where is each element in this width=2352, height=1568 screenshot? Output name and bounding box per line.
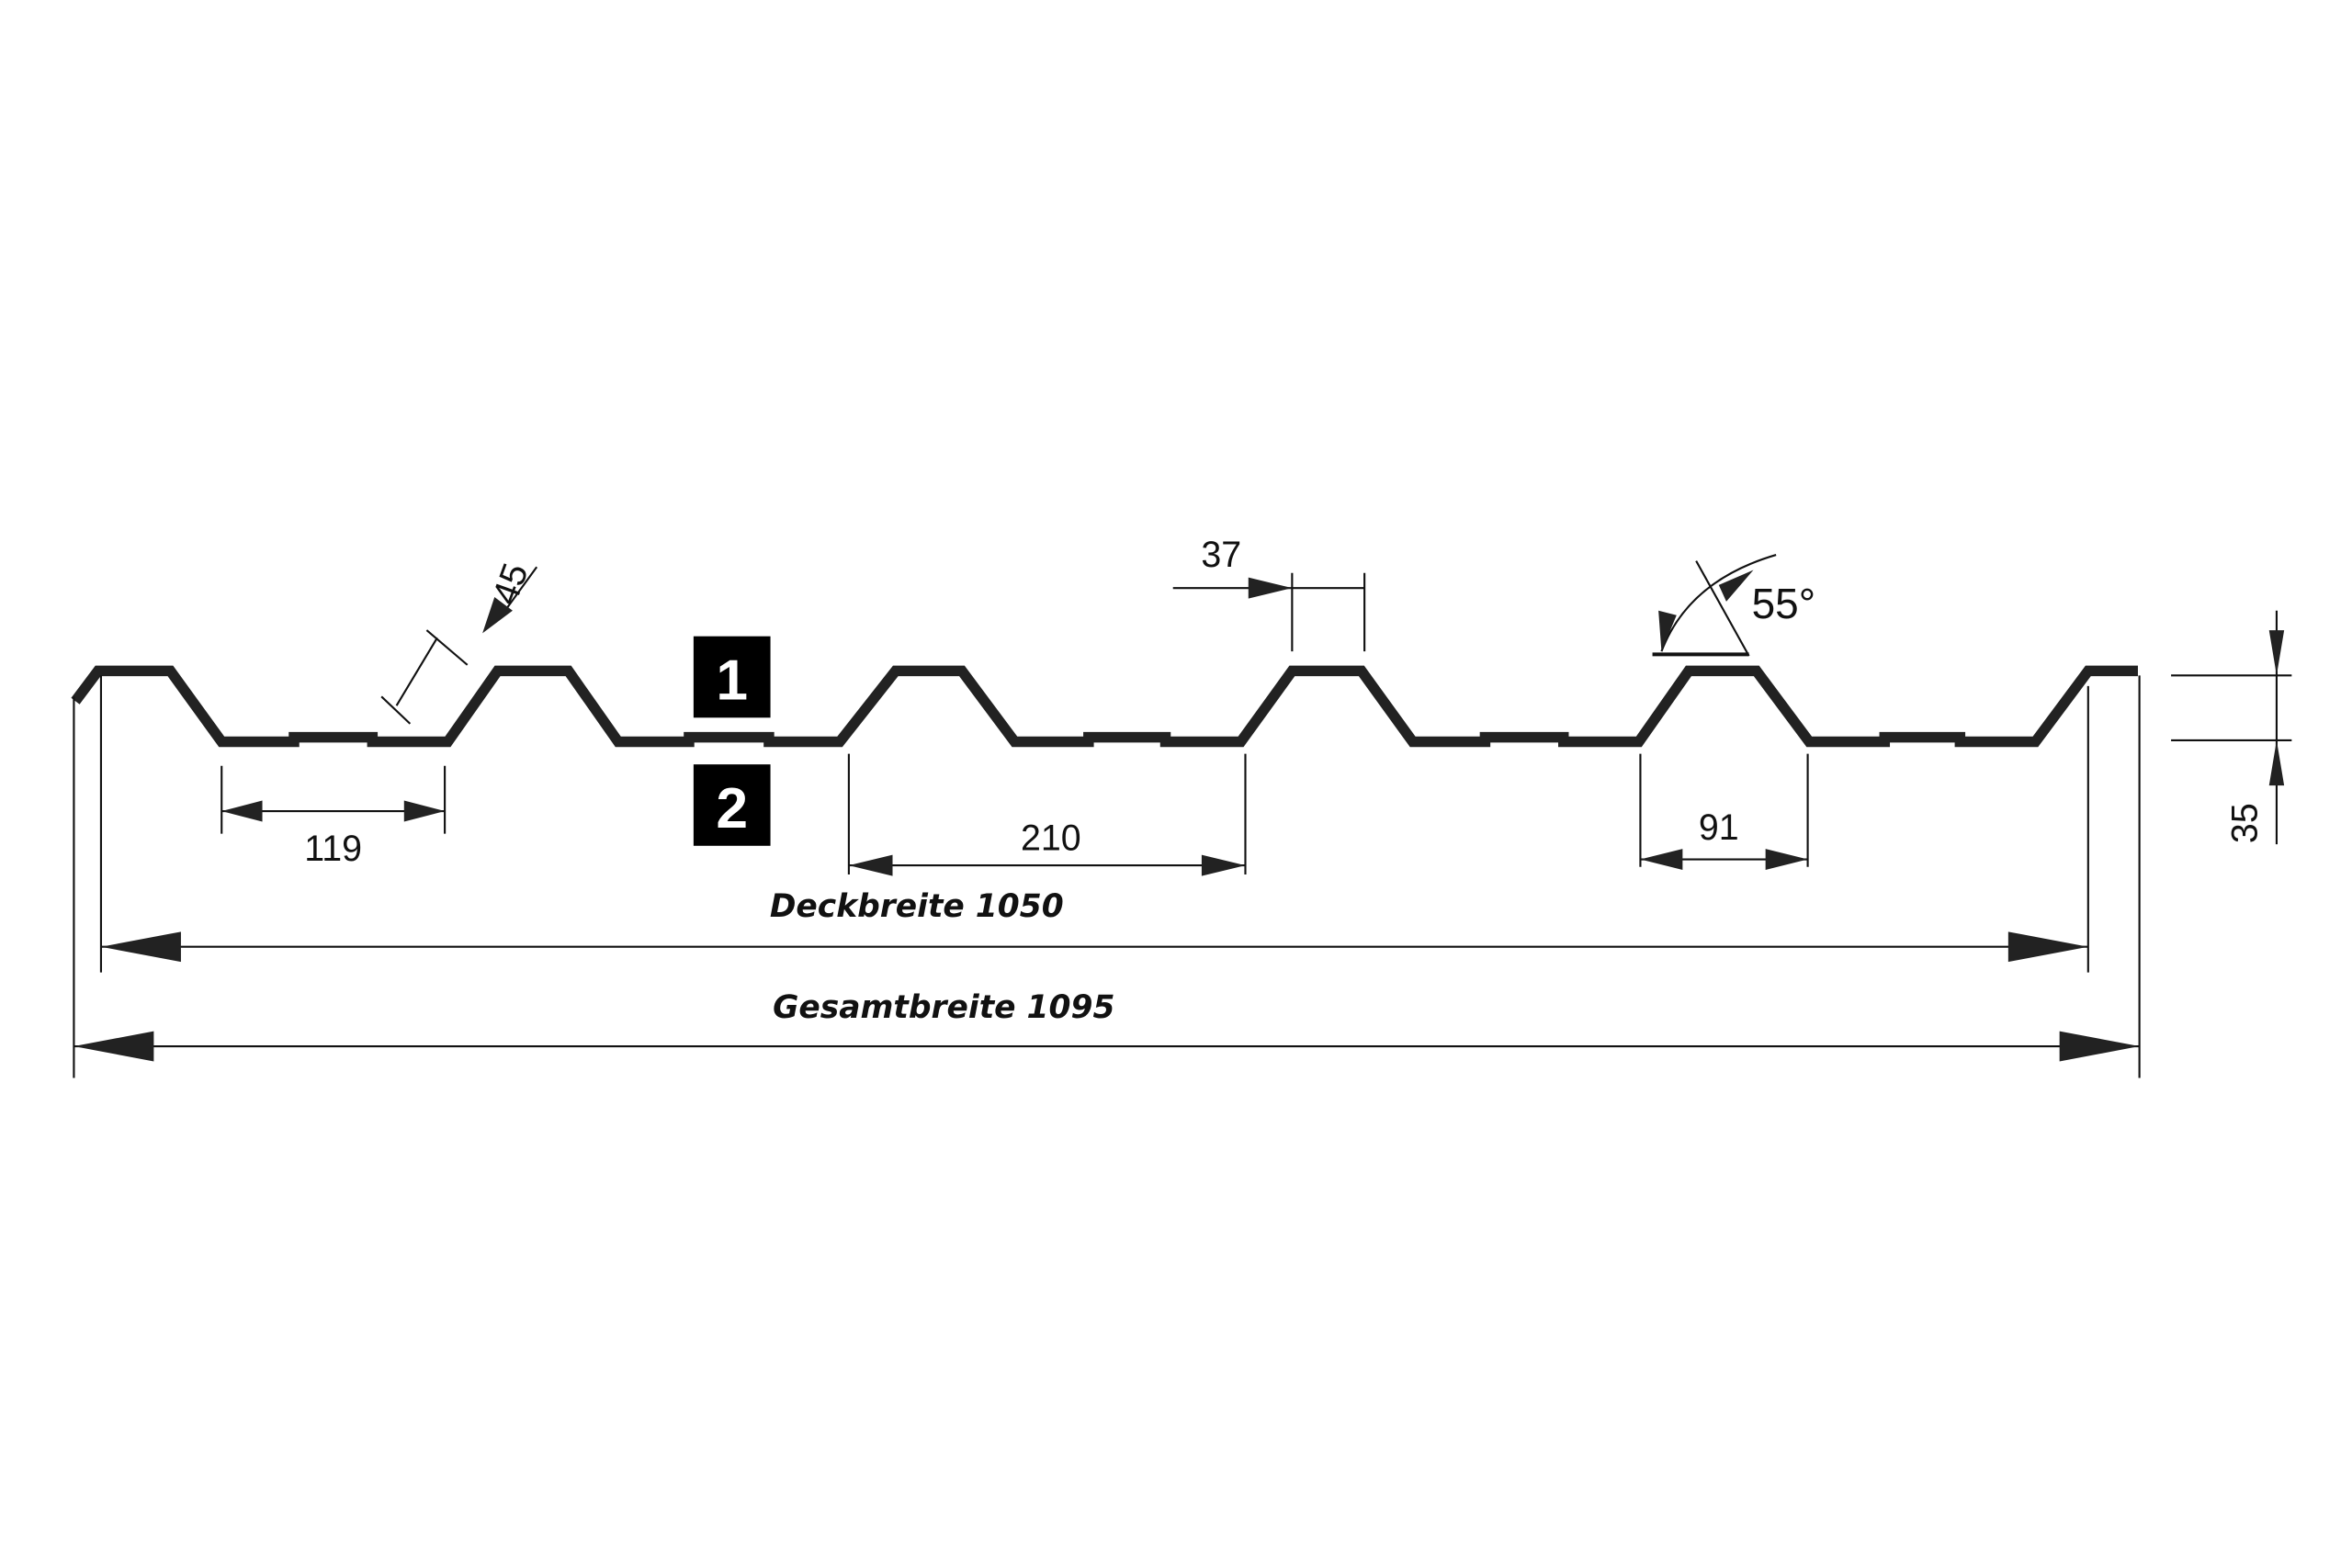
- valley-width-value: 119: [304, 829, 362, 869]
- height-value: 35: [2225, 803, 2266, 843]
- dim-web-slant: 45: [380, 558, 538, 725]
- badge-2: 2: [693, 764, 771, 846]
- pitch-value: 210: [1021, 818, 1081, 859]
- badge-1: 1: [693, 636, 771, 718]
- total-width-label: Gesamtbreite 1095: [773, 989, 1114, 1026]
- crest-width-value: 37: [1201, 535, 1241, 575]
- dim-angle: 55°: [1652, 554, 1815, 657]
- bottom-rib-value: 91: [1699, 807, 1739, 848]
- dim-total-width: Gesamtbreite 1095: [73, 675, 2141, 1078]
- badge-1-label: 1: [716, 649, 748, 713]
- badge-2-label: 2: [716, 777, 748, 840]
- dim-valley-width: 119: [220, 765, 447, 869]
- dim-crest-width: 37: [1172, 535, 1366, 652]
- cover-width-label: Deckbreite 1050: [770, 888, 1064, 925]
- dim-pitch: 210: [847, 753, 1247, 876]
- sheet-profile: [71, 665, 2138, 748]
- web-slant-value: 45: [484, 558, 536, 610]
- dim-bottom-rib: 91: [1639, 753, 1809, 871]
- dim-cover-width: Deckbreite 1050: [99, 675, 2089, 973]
- dim-height: 35: [2171, 610, 2292, 845]
- angle-value: 55°: [1752, 580, 1815, 627]
